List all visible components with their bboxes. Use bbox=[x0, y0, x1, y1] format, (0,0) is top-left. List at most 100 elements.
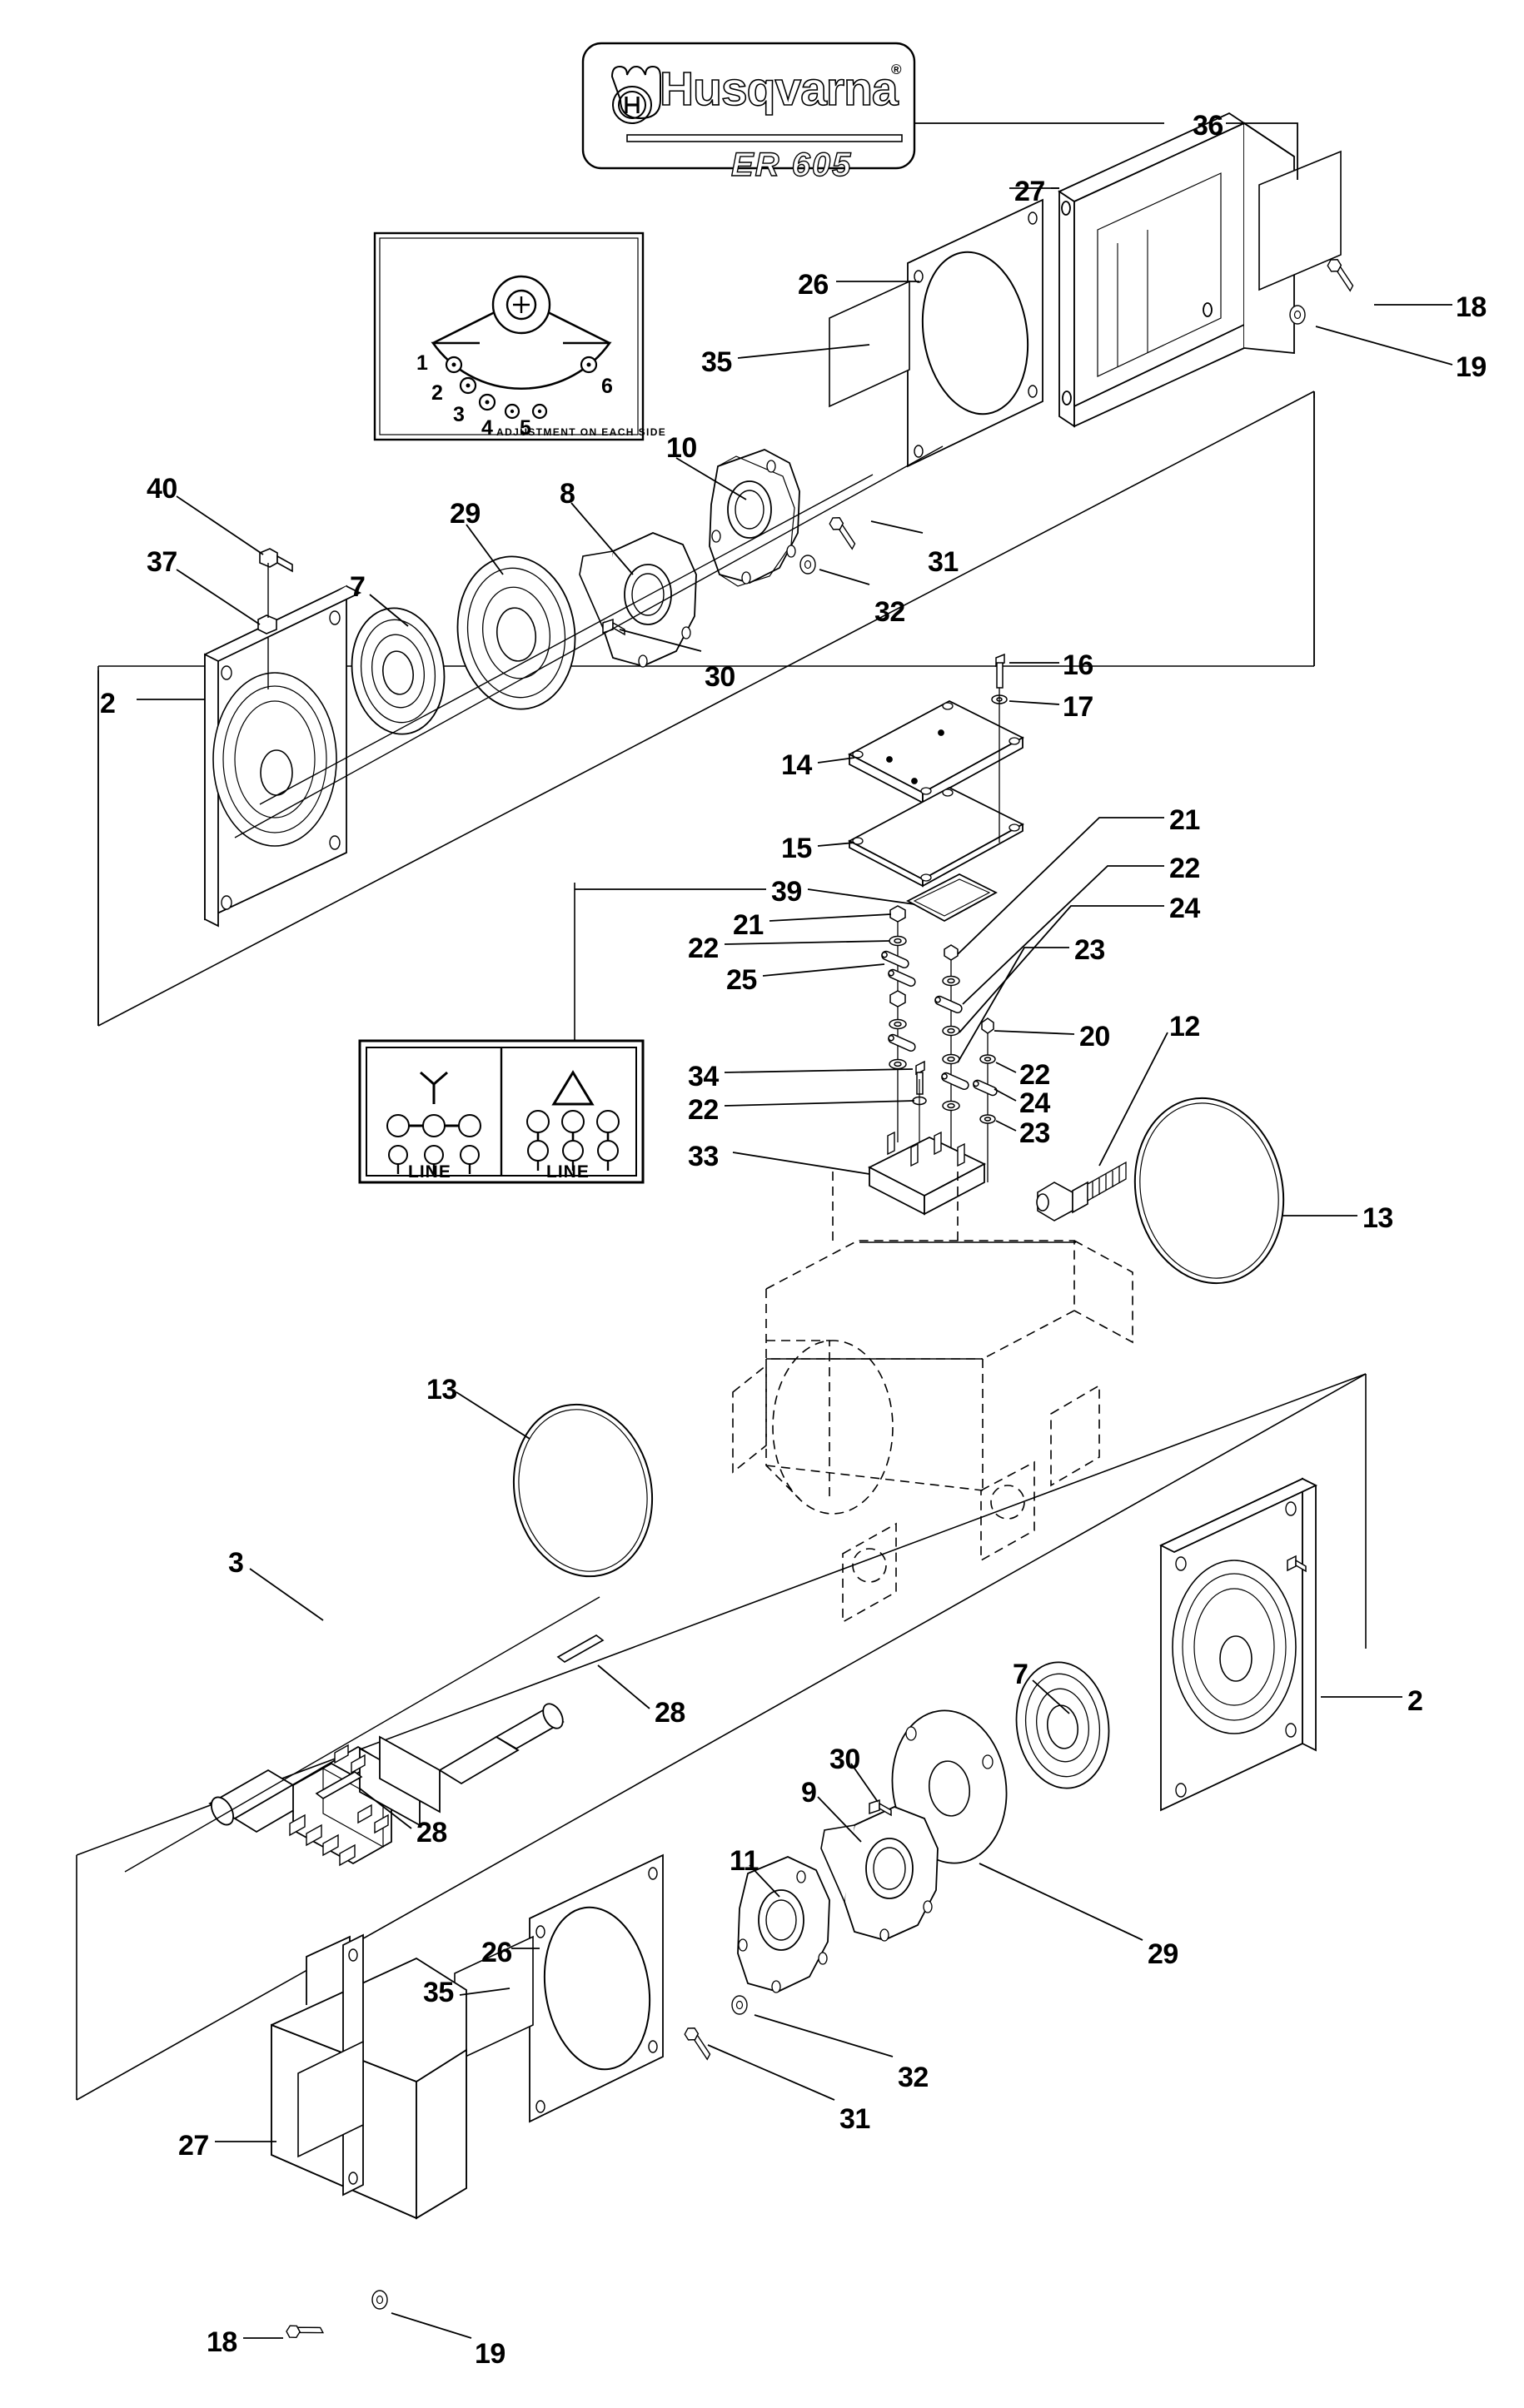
adjustment-position-3: 3 bbox=[453, 403, 465, 426]
bolt-31-top bbox=[823, 514, 864, 550]
flange-8 bbox=[579, 532, 697, 668]
callout-2-end-bracket-bottom: 2 bbox=[1407, 1685, 1423, 1717]
callout-8-flange-top: 8 bbox=[560, 478, 575, 510]
leader-lines bbox=[137, 122, 1453, 2339]
terminal-box-bottom-27 bbox=[271, 1933, 467, 2220]
nameplate-36 bbox=[581, 42, 916, 170]
callout-22-washer-left: 22 bbox=[688, 933, 719, 964]
stator-housing-solid-edges bbox=[766, 1241, 1076, 1360]
adjustment-position-1: 1 bbox=[416, 351, 428, 375]
callout-17-washer: 17 bbox=[1063, 691, 1093, 723]
callout-10-bearing-cap-top: 10 bbox=[666, 432, 697, 464]
callout-22-washer-right: 22 bbox=[1169, 853, 1200, 884]
callout-31-bolt-bottom: 31 bbox=[839, 2103, 870, 2135]
callout-23-terminal-mid: 23 bbox=[1019, 1117, 1050, 1149]
adjustment-label-plate bbox=[373, 231, 645, 441]
washer-19-top bbox=[1289, 305, 1306, 325]
hardware-stack-left bbox=[881, 905, 916, 1142]
callout-30-screw-bottom: 30 bbox=[829, 1744, 860, 1775]
callout-32-washer-bottom: 32 bbox=[898, 2062, 929, 2093]
callout-37-grease-nipple: 37 bbox=[147, 546, 177, 578]
bolt-18-top bbox=[1321, 256, 1362, 291]
callout-21-nut-left: 21 bbox=[733, 909, 764, 941]
callout-7-bearing-bottom: 7 bbox=[1013, 1659, 1028, 1690]
callout-14-cover-plate: 14 bbox=[781, 749, 812, 781]
callout-7-bearing-top: 7 bbox=[350, 571, 366, 603]
star-wye-connection-icon bbox=[420, 1071, 448, 1104]
screw-30-bottom bbox=[869, 1799, 892, 1817]
callout-29-retainer-top: 29 bbox=[450, 498, 481, 530]
callout-18-bolt-top: 18 bbox=[1456, 291, 1487, 323]
end-bracket-2-bottom bbox=[1158, 1477, 1318, 1812]
callout-24-terminal-right: 24 bbox=[1169, 893, 1200, 924]
callout-11-bearing-cap-bottom: 11 bbox=[730, 1845, 759, 1877]
key-28-left bbox=[315, 1771, 363, 1799]
callout-16-screw: 16 bbox=[1063, 649, 1093, 681]
adjustment-position-2: 2 bbox=[431, 381, 443, 405]
nameplate-blank-36 bbox=[1258, 150, 1342, 291]
nameplate-registered-mark: ® bbox=[891, 62, 902, 77]
callout-22-washer-mid: 22 bbox=[1019, 1059, 1050, 1091]
callout-26-gasket-bottom: 26 bbox=[481, 1937, 512, 1968]
bearing-cap-10 bbox=[709, 449, 800, 587]
callout-34-stud: 34 bbox=[688, 1061, 719, 1092]
callout-19-washer-top: 19 bbox=[1456, 351, 1487, 383]
washer-19-bottom bbox=[371, 2290, 388, 2310]
adjustment-position-5: 5 bbox=[520, 416, 531, 440]
adjustment-position-4: 4 bbox=[481, 416, 493, 440]
top-assembly-centerline bbox=[234, 445, 944, 838]
bolt-31-bottom bbox=[678, 2024, 719, 2060]
husqvarna-crown-logo bbox=[610, 65, 661, 124]
callout-28-key-right: 28 bbox=[655, 1697, 685, 1729]
oring-13-right bbox=[1133, 1097, 1285, 1285]
callout-23-terminal-right: 23 bbox=[1074, 934, 1105, 966]
gasket-26-top bbox=[907, 198, 1043, 468]
bearing-7-bottom bbox=[1015, 1661, 1110, 1789]
callout-24-terminal-mid: 24 bbox=[1019, 1087, 1050, 1119]
callout-3-rotor: 3 bbox=[228, 1547, 244, 1579]
insulation-35-top bbox=[829, 280, 910, 408]
callout-39-gasket: 39 bbox=[771, 876, 802, 908]
screw-16 bbox=[995, 653, 1005, 689]
callout-19-washer-bottom: 19 bbox=[475, 2338, 506, 2370]
gasket-26-bottom bbox=[529, 1853, 664, 2123]
retainer-29-top bbox=[456, 555, 576, 710]
callout-32-washer-top: 32 bbox=[874, 596, 905, 628]
cover-plate-14 bbox=[848, 699, 1024, 804]
callout-27-terminal-box-bottom: 27 bbox=[178, 2130, 209, 2162]
terminal-block-33 bbox=[868, 1131, 986, 1216]
oring-13-left bbox=[512, 1403, 654, 1578]
callout-29-retainer-bottom: 29 bbox=[1148, 1938, 1178, 1970]
callout-20-screw: 20 bbox=[1079, 1021, 1110, 1052]
hardware-stack-mid bbox=[934, 944, 969, 1147]
callout-2-end-bracket-top: 2 bbox=[100, 688, 116, 719]
stator-housing bbox=[732, 1166, 1133, 1624]
adjustment-label-caption: ADJUSTMENT ON EACH SIDE bbox=[496, 426, 667, 438]
gasket-15 bbox=[848, 786, 1024, 888]
callout-35-insulation-bottom: 35 bbox=[423, 1977, 454, 2008]
upper-guide-frame-outline bbox=[97, 393, 1315, 1026]
delta-connection-icon bbox=[551, 1070, 595, 1106]
bolt-18-bottom bbox=[284, 2312, 324, 2349]
callout-13-oring-right: 13 bbox=[1362, 1202, 1393, 1234]
callout-12-cable-gland: 12 bbox=[1169, 1011, 1200, 1042]
callout-31-bolt-top: 31 bbox=[928, 546, 959, 578]
grease-fitting-40 bbox=[259, 548, 293, 573]
callout-18-bolt-bottom: 18 bbox=[207, 2326, 237, 2358]
callout-26-gasket-top: 26 bbox=[798, 269, 829, 301]
bearing-7-top bbox=[351, 607, 446, 735]
wiring-diagram-label bbox=[358, 883, 645, 1184]
wiring-left-line-text: LINE bbox=[408, 1162, 451, 1182]
callout-21-nut-right: 21 bbox=[1169, 804, 1200, 836]
nameplate-model: ER 605 bbox=[730, 146, 853, 183]
adjustment-position-6: 6 bbox=[601, 375, 613, 398]
flange-9 bbox=[820, 1806, 939, 1942]
key-28-right bbox=[556, 1634, 605, 1663]
cable-gland-12 bbox=[1036, 1161, 1127, 1221]
end-bracket-2-top bbox=[204, 585, 362, 928]
callout-28-key-left: 28 bbox=[416, 1817, 447, 1848]
bearing-cap-11 bbox=[737, 1856, 830, 1993]
callout-22-washer-lower: 22 bbox=[688, 1094, 719, 1126]
